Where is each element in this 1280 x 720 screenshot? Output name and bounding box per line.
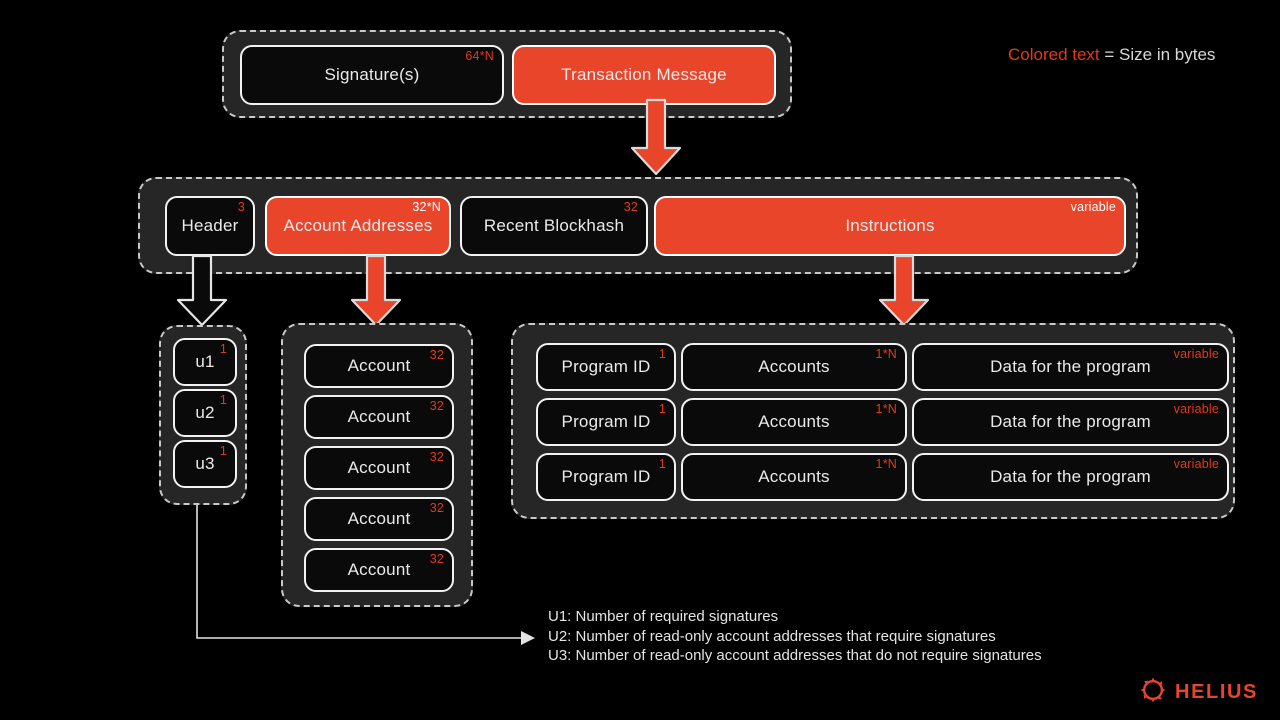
arrow-header-to-units [176,254,232,328]
cell-label: Data for the program [990,412,1151,431]
cell-u2[interactable]: u2 1 [173,389,237,437]
arrow-addresses-to-accounts [350,254,406,328]
cell-account[interactable]: Account 32 [304,395,454,439]
note-u1: U1: Number of required signatures [548,608,779,625]
message-group: Header 3 Account Addresses 32*N Recent B… [138,177,1138,274]
cell-data-for-program[interactable]: Data for the program variable [912,453,1229,501]
helius-brand: HELIUS [1140,677,1258,708]
cell-label: Header [181,216,239,235]
size-label: 1 [658,457,666,471]
size-label: 1*N [875,457,897,471]
transaction-group: Signature(s) 64*N Transaction Message [222,30,792,118]
cell-label: Transaction Message [561,65,727,84]
size-label: 1 [219,393,227,407]
cell-label: Accounts [758,357,830,376]
size-label: 1 [658,402,666,416]
cell-data-for-program[interactable]: Data for the program variable [912,398,1229,446]
cell-account[interactable]: Account 32 [304,548,454,592]
cell-header[interactable]: Header 3 [165,196,255,256]
cell-accounts[interactable]: Accounts 1*N [681,343,907,391]
cell-label: Accounts [758,412,830,431]
cell-recent-blockhash[interactable]: Recent Blockhash 32 [460,196,648,256]
cell-label: Recent Blockhash [483,216,625,235]
cell-label: Program ID [561,357,651,376]
accounts-group: Account 32 Account 32 Account 32 Account… [281,323,473,607]
size-label: variable [1173,402,1219,416]
size-label: 64*N [465,49,494,63]
size-label: 32 [429,450,444,464]
cell-instructions[interactable]: Instructions variable [654,196,1126,256]
size-label: 1*N [875,347,897,361]
note-u2: U2: Number of read-only account addresse… [548,627,996,645]
size-label: 1 [658,347,666,361]
legend-key-rest: = Size in bytes [1099,45,1216,64]
cell-label: Accounts [758,467,830,486]
cell-label: Program ID [561,412,651,431]
legend-color-key: Colored text = Size in bytes [1008,45,1215,65]
size-label: 1*N [875,402,897,416]
cell-u3[interactable]: u3 1 [173,440,237,488]
size-label: variable [1070,200,1116,214]
size-label: 32 [429,348,444,362]
cell-label: Data for the program [990,467,1151,486]
cell-program-id[interactable]: Program ID 1 [536,398,676,446]
cell-label: Data for the program [990,357,1151,376]
size-label: 32 [623,200,638,214]
cell-account[interactable]: Account 32 [304,446,454,490]
size-label: variable [1173,347,1219,361]
arrow-message-to-row [628,98,684,178]
cell-account[interactable]: Account 32 [304,344,454,388]
size-label: 32 [429,552,444,566]
size-label: 1 [219,342,227,356]
size-label: 32 [429,399,444,413]
helius-sunburst-icon [1140,677,1166,708]
unit-notes: U1: Number of required signatures U2: Nu… [548,607,1042,666]
cell-label: Signature(s) [324,65,420,84]
cell-label: Account [347,560,411,579]
cell-label: Instructions [845,216,935,235]
connector-units-to-notes [196,505,541,650]
cell-account-addresses[interactable]: Account Addresses 32*N [265,196,451,256]
cell-signatures[interactable]: Signature(s) 64*N [240,45,504,105]
size-label: variable [1173,457,1219,471]
size-label: 32 [429,501,444,515]
cell-u1[interactable]: u1 1 [173,338,237,386]
cell-label: Account [347,458,411,477]
note-u3: U3: Number of read-only account addresse… [548,647,1042,665]
cell-label: Program ID [561,467,651,486]
cell-program-id[interactable]: Program ID 1 [536,453,676,501]
cell-label: Account Addresses [283,216,433,235]
size-label: 1 [219,444,227,458]
cell-account[interactable]: Account 32 [304,497,454,541]
cell-label: Account [347,509,411,528]
cell-accounts[interactable]: Accounts 1*N [681,453,907,501]
size-label: 32*N [412,200,441,214]
header-units-group: u1 1 u2 1 u3 1 [159,325,247,505]
cell-transaction-message[interactable]: Transaction Message [512,45,776,105]
instructions-group: Program ID 1 Accounts 1*N Data for the p… [511,323,1235,519]
arrow-instructions-to-rows [878,254,934,328]
cell-label: u3 [195,454,215,473]
cell-label: Account [347,407,411,426]
helius-wordmark: HELIUS [1175,681,1258,703]
cell-accounts[interactable]: Accounts 1*N [681,398,907,446]
cell-program-id[interactable]: Program ID 1 [536,343,676,391]
cell-label: u1 [195,352,215,371]
size-label: 3 [237,200,245,214]
cell-label: u2 [195,403,215,422]
cell-data-for-program[interactable]: Data for the program variable [912,343,1229,391]
cell-label: Account [347,356,411,375]
legend-colored-text: Colored text [1008,45,1100,64]
